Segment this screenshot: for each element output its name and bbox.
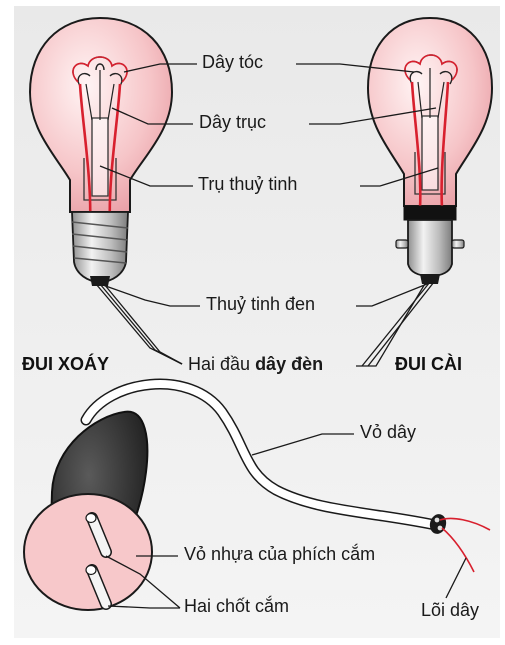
label-glass-column: Trụ thuỷ tinh: [198, 174, 297, 195]
bayonet-pin-left: [396, 240, 408, 248]
label-filament: Dây tóc: [202, 52, 263, 73]
bayonet-base: [408, 220, 452, 276]
label-lead-wires-bold: dây đèn: [255, 354, 323, 374]
label-screw-base: ĐUI XOÁY: [22, 354, 109, 375]
label-lead-wires-prefix: Hai đầu: [188, 354, 250, 374]
label-black-glass: Thuỷ tinh đen: [206, 294, 315, 315]
label-bayonet-base: ĐUI CÀI: [395, 354, 462, 375]
plug-face: [24, 494, 152, 610]
label-wire-core: Lõi dây: [421, 600, 479, 621]
label-plug-pins: Hai chốt cắm: [184, 596, 289, 617]
label-support-wire: Dây trục: [199, 112, 266, 133]
bayonet-pin-right: [452, 240, 464, 248]
bayonet-collar: [404, 206, 456, 220]
label-lead-wires: Hai đầu dây đèn: [188, 354, 323, 375]
label-cord-sheath: Vỏ dây: [360, 422, 416, 443]
label-plug-body: Vỏ nhựa của phích cắm: [184, 544, 375, 565]
